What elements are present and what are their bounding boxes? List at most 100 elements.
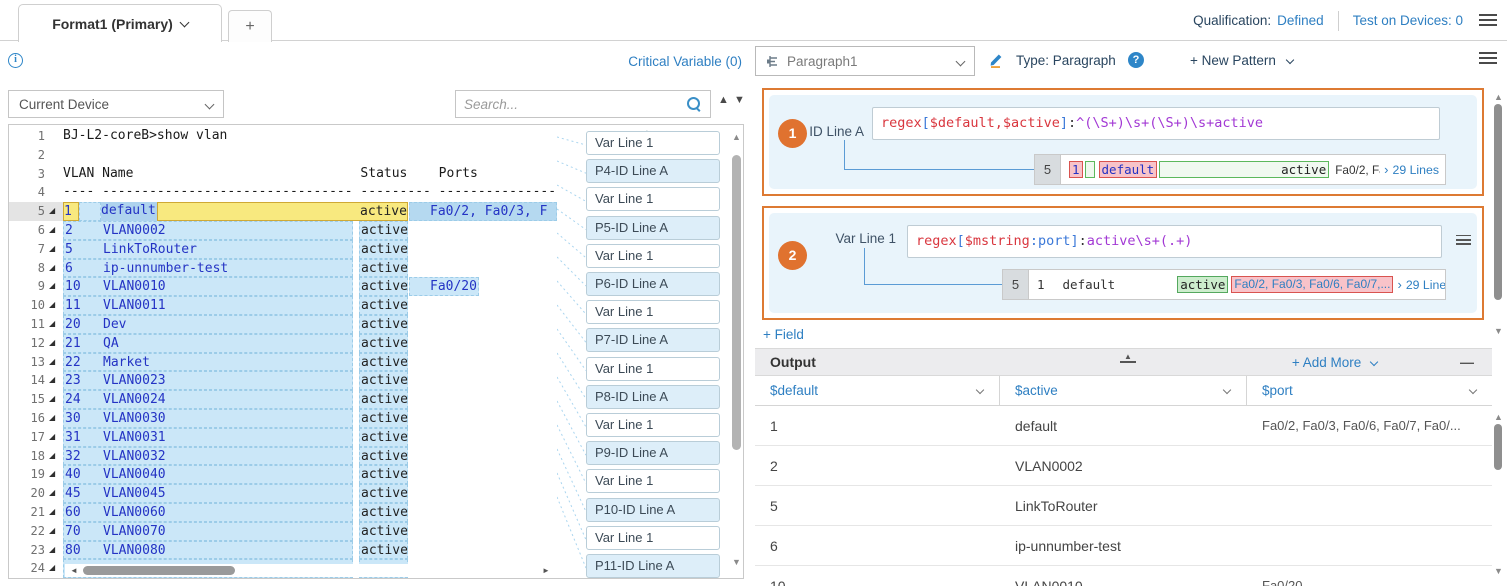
- lines-link[interactable]: › 29 Lines: [1393, 277, 1445, 292]
- fold-icon[interactable]: ◢: [49, 394, 56, 404]
- minimize-button[interactable]: —: [1460, 354, 1474, 370]
- code-line[interactable]: 4---- -------------------------------- -…: [9, 183, 557, 202]
- fold-icon[interactable]: ◢: [49, 450, 56, 460]
- fold-icon[interactable]: ◢: [49, 262, 56, 272]
- collapse-panel-icon[interactable]: ▲: [1120, 352, 1136, 363]
- patterns-scroll-down-icon[interactable]: ▼: [1494, 326, 1503, 336]
- fold-icon[interactable]: ◢: [49, 206, 56, 216]
- pattern-chip[interactable]: P10-ID Line A: [586, 497, 720, 522]
- pattern-chip[interactable]: P5-ID Line A: [586, 215, 720, 240]
- chips-scroll-down-icon[interactable]: ▼: [732, 557, 741, 567]
- pattern-chip[interactable]: Var Line 1: [586, 413, 720, 437]
- column-header-active[interactable]: $active: [1000, 376, 1247, 406]
- pattern-chip[interactable]: P7-ID Line A: [586, 328, 720, 353]
- next-match-button[interactable]: ▼: [734, 94, 745, 106]
- info-icon[interactable]: i: [8, 53, 23, 68]
- fold-icon[interactable]: ◢: [49, 488, 56, 498]
- pattern-chip[interactable]: P4-ID Line A: [586, 159, 720, 184]
- fold-icon[interactable]: ◢: [49, 525, 56, 535]
- fold-icon[interactable]: ◢: [49, 412, 56, 422]
- pattern-chip[interactable]: Var Line 1: [586, 356, 720, 381]
- chips-scroll-up-icon[interactable]: ▲: [732, 132, 741, 142]
- fold-icon[interactable]: ◢: [49, 469, 56, 479]
- output-scroll-down-icon[interactable]: ▼: [1494, 566, 1503, 576]
- patterns-scroll-up-icon[interactable]: ▲: [1494, 92, 1503, 102]
- regex-input[interactable]: regex[$default,$active]:^(\S+)\s+(\S+)\s…: [872, 107, 1440, 140]
- match-preview[interactable]: 5 1 default active Fa0/2, Fa0/3, Fa0/6, …: [1002, 269, 1446, 300]
- output-scroll-up-icon[interactable]: ▲: [1494, 412, 1503, 422]
- patterns-scrollbar-thumb[interactable]: [1494, 104, 1502, 300]
- pattern-chip[interactable]: Var Line 1: [586, 469, 720, 494]
- regex-input[interactable]: regex[$mstring:port]:active\s+(.+): [907, 225, 1442, 258]
- pattern-chip[interactable]: Var Line 1: [586, 525, 720, 550]
- menu-icon-right[interactable]: [1479, 52, 1497, 66]
- paragraph-selector[interactable]: Paragraph1: [755, 46, 975, 76]
- fold-icon[interactable]: ◢: [49, 563, 56, 573]
- menu-icon[interactable]: [1479, 14, 1497, 28]
- search-icon[interactable]: [686, 96, 702, 112]
- h-scrollbar[interactable]: ◄ ►: [65, 564, 555, 577]
- add-field-button[interactable]: + Field: [763, 327, 804, 342]
- pattern-menu-icon[interactable]: [1456, 232, 1471, 248]
- qualification-value[interactable]: Defined: [1277, 13, 1324, 28]
- fold-icon[interactable]: ◢: [49, 375, 56, 385]
- help-icon[interactable]: ?: [1128, 52, 1144, 68]
- pattern-chip[interactable]: P8-ID Line A: [586, 384, 720, 409]
- fold-icon[interactable]: ◢: [49, 431, 56, 441]
- edit-pencil-icon[interactable]: [988, 52, 1004, 73]
- device-selector[interactable]: Current Device: [8, 90, 224, 118]
- chips-scrollbar-thumb[interactable]: [732, 155, 741, 450]
- fold-icon[interactable]: ◢: [49, 506, 56, 516]
- pattern-chip[interactable]: P6-ID Line A: [586, 272, 720, 296]
- add-more-button[interactable]: + Add More: [1292, 355, 1379, 370]
- pattern-chip[interactable]: P11-ID Line A: [586, 554, 720, 578]
- pattern-chip[interactable]: Var Line 1: [586, 131, 720, 155]
- fold-icon[interactable]: ◢: [49, 224, 56, 234]
- code-line[interactable]: 2: [9, 146, 557, 165]
- fold-icon[interactable]: ◢: [49, 337, 56, 347]
- lines-link[interactable]: › 29 Lines: [1380, 162, 1439, 177]
- fold-icon[interactable]: ◢: [49, 544, 56, 554]
- fold-icon[interactable]: ◢: [49, 356, 56, 366]
- tab-format1[interactable]: Format1 (Primary): [18, 4, 222, 42]
- add-tab-button[interactable]: +: [228, 10, 272, 42]
- fold-icon[interactable]: ◢: [49, 300, 56, 310]
- fold-icon[interactable]: ◢: [49, 243, 56, 253]
- prev-match-button[interactable]: ▲: [718, 94, 729, 106]
- new-pattern-button[interactable]: + New Pattern: [1190, 53, 1294, 68]
- fold-icon[interactable]: ◢: [49, 318, 56, 328]
- pattern-chip[interactable]: P9-ID Line A: [586, 441, 720, 466]
- search-input[interactable]: [464, 96, 686, 112]
- critical-variable-link[interactable]: Critical Variable (0): [628, 54, 742, 69]
- h-scrollbar-thumb[interactable]: [83, 566, 235, 575]
- test-on-devices-link[interactable]: Test on Devices: 0: [1352, 13, 1463, 28]
- output-scrollbar-thumb[interactable]: [1494, 424, 1502, 470]
- scroll-left-icon[interactable]: ◄: [70, 566, 78, 575]
- column-header-default[interactable]: $default: [755, 376, 1000, 406]
- pattern-chip[interactable]: Var Line 1: [586, 187, 720, 212]
- column-header-port[interactable]: $port: [1247, 376, 1492, 406]
- pattern-chip[interactable]: Var Line 1: [586, 243, 720, 268]
- pattern-chip[interactable]: Var Line 1: [586, 300, 720, 325]
